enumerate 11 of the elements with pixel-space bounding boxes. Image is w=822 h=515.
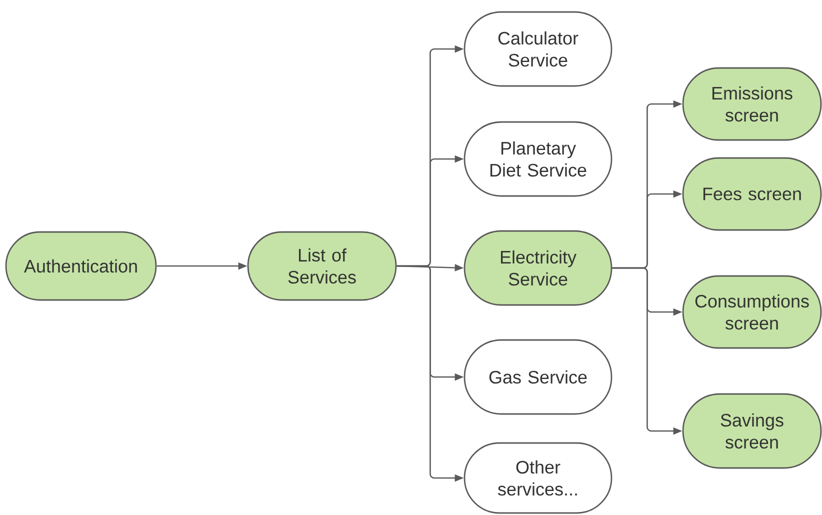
highlighted-box: Authentication bbox=[5, 231, 157, 301]
highlighted-box: Savings screen bbox=[682, 393, 822, 469]
service-box: Planetary Diet Service bbox=[464, 121, 612, 197]
highlighted-box: Emissions screen bbox=[682, 67, 822, 141]
service-box: Calculator Service bbox=[464, 11, 612, 87]
service-box: Gas Service bbox=[464, 339, 612, 415]
highlighted-box: Electricity Service bbox=[464, 230, 612, 306]
service-box: Other services... bbox=[464, 442, 612, 514]
highlighted-box: Fees screen bbox=[682, 157, 822, 231]
highlighted-box: Consumptions screen bbox=[682, 275, 822, 349]
highlighted-box: List of Services bbox=[247, 231, 397, 301]
